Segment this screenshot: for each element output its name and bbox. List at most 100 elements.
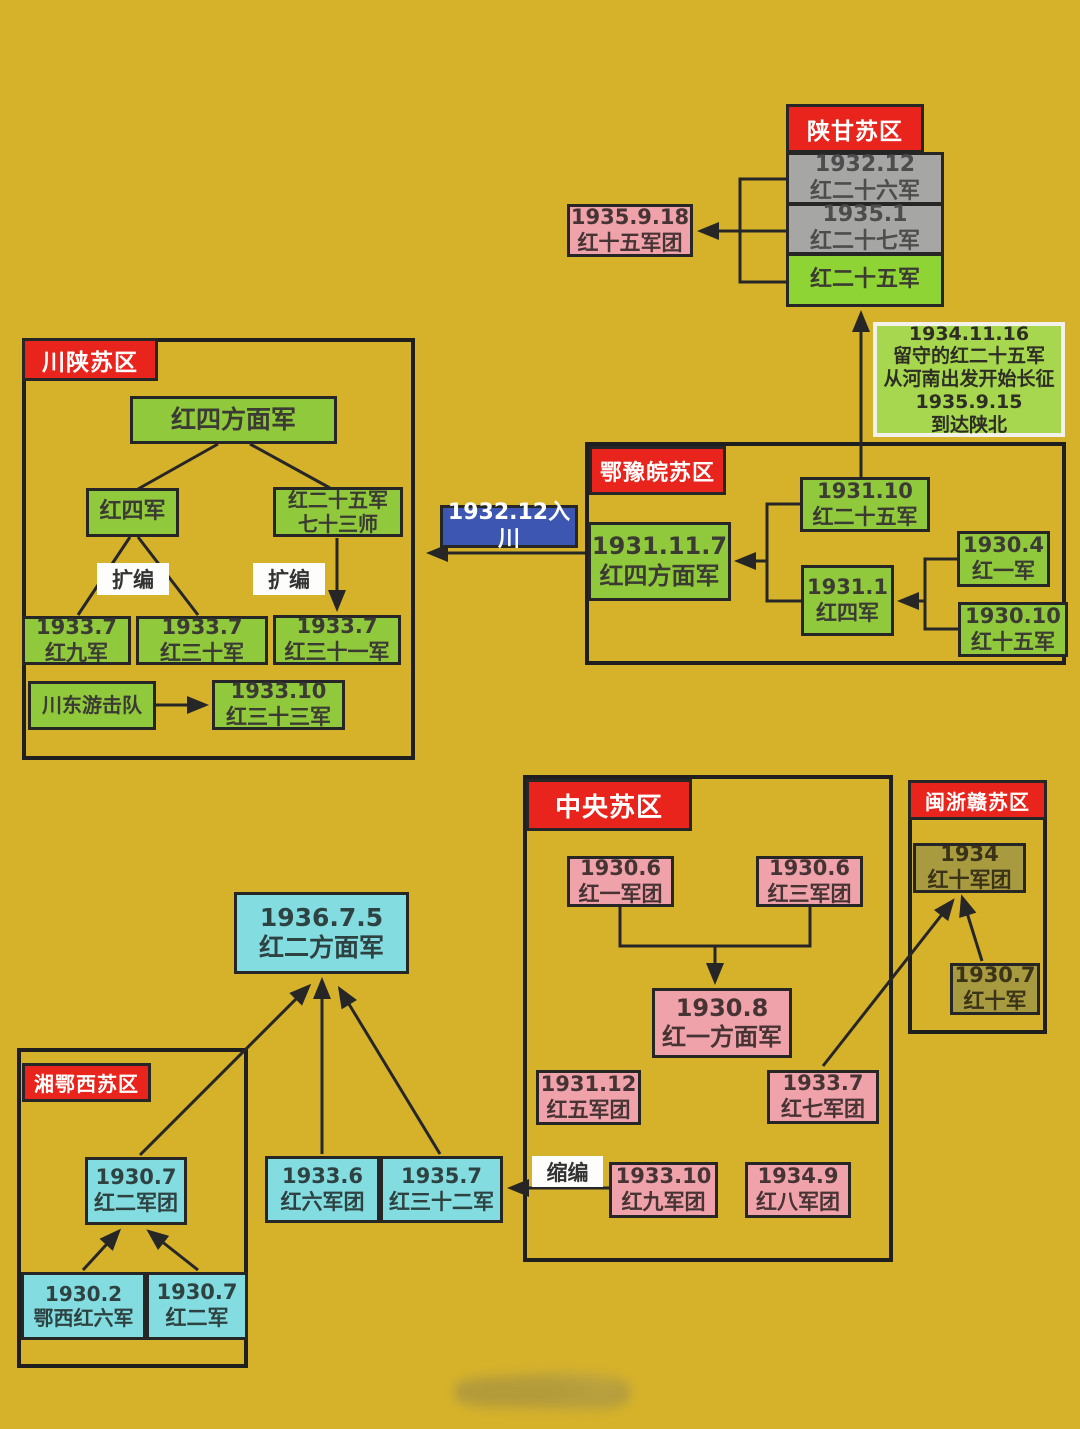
box-army26: 1932.12 红二十六军 [786,152,944,205]
box-front2: 1936.7.5 红二方面军 [234,892,409,974]
box-date: 1931.10 [817,478,913,503]
box-unit: 红二十五军 [812,504,918,529]
box-unit: 红四军 [99,499,166,525]
box-unit: 红六军团 [280,1189,365,1214]
note-line: 从河南出发开始长征 [883,368,1055,391]
box-army32: 1935.7 红三十二军 [380,1156,503,1223]
box-army33: 1933.10 红三十三军 [212,679,345,730]
box-unit: 红五军团 [546,1097,631,1122]
box-date: 1933.10 [230,679,327,704]
box-army4-chuanshaan: 红四军 [86,488,179,537]
region-border-eyuwan [585,442,1066,665]
box-unit: 红二军 [165,1306,229,1330]
box-date: 1930.6 [768,855,851,880]
note-line: 到达陕北 [930,413,1007,436]
box-corps5: 1931.12 红五军团 [536,1070,641,1125]
box-guerrilla: 川东游击队 [28,681,156,730]
region-title-eyuwan: 鄂豫皖苏区 [589,446,726,495]
box-army10: 1930.7 红十军 [950,963,1040,1015]
box-front4-eyuwan: 1931.11.7 红四方面军 [588,522,731,601]
box-date: 1933.7 [161,614,243,639]
box-date: 1933.7 [782,1071,864,1096]
box-corps2: 1930.7 红二军团 [85,1157,187,1225]
tag-enter-sichuan: 1932.12入川 [440,500,578,552]
box-date: 1935.7 [400,1163,483,1188]
box-unit: 红九军团 [621,1190,706,1214]
box-unit: 红一军 [972,559,1035,583]
box-unit: 红二十六军 [809,178,920,204]
box-army1: 1930.4 红一军 [957,531,1050,587]
box-front1: 1930.8 红一方面军 [652,988,792,1058]
box-unit: 红三十三军 [226,705,331,729]
box-unit: 红十军 [963,989,1027,1013]
box-date: 1934.9 [757,1164,839,1189]
box-date: 1930.7 [95,1165,177,1190]
box-unit: 红二十五军 [809,266,920,292]
tag-text: 1932.12入川 [447,499,571,552]
box-date: 1934 [940,842,999,867]
box-corps10: 1934 红十军团 [913,842,1026,893]
box-army31: 1933.7 红三十一军 [273,614,401,665]
box-unit: 红十军团 [927,868,1012,892]
box-date: 1931.1 [806,574,889,599]
box-date: 1933.6 [281,1163,364,1188]
box-date: 1935.1 [822,202,908,228]
region-title-text: 川陕苏区 [42,349,138,376]
label-expand-left: 扩编 [97,563,169,595]
box-date: 1930.6 [579,855,662,880]
box-unit: 红三十军 [160,640,244,665]
box-date: 1935.9.18 [570,204,690,229]
box-unit: 红三十二军 [389,1189,494,1214]
box-unit: 红二十五军 [288,487,388,512]
region-title-central: 中央苏区 [526,779,692,831]
box-unit: 红四方面军 [599,561,720,590]
label-text: 缩编 [546,1160,589,1185]
box-unit: 红四军 [816,600,879,625]
box-date: 1930.2 [44,1281,123,1306]
box-date: 1930.7 [156,1280,238,1305]
box-corps9: 1933.10 红九军团 [609,1162,718,1218]
box-unit: 红一方面军 [662,1023,782,1051]
box-unit: 红一军团 [578,881,663,906]
box-unit: 红二方面军 [258,933,384,962]
region-title-text: 陕甘苏区 [807,118,903,145]
box-army2: 1930.7 红二军 [146,1272,248,1340]
region-title-xiangexi: 湘鄂西苏区 [22,1063,151,1102]
region-title-shaangan: 陕甘苏区 [786,104,924,153]
box-date: 1930.7 [954,963,1036,988]
box-unit: 红十五军 [971,629,1055,654]
box-army6-west-hubei: 1930.2 鄂西红六军 [21,1272,146,1340]
box-army9: 1933.7 红九军 [22,615,131,665]
box-date: 1930.4 [962,533,1045,558]
box-corps8: 1934.9 红八军团 [745,1162,851,1218]
box-div73: 红二十五军 七十三师 [273,487,403,537]
box-unit: 鄂西红六军 [33,1306,134,1330]
box-army30: 1933.7 红三十军 [136,614,268,665]
box-army25-shaangan: 红二十五军 [786,253,944,307]
region-border-xiangexi [17,1048,248,1368]
box-date: 1936.7.5 [259,902,384,932]
box-unit: 红七军团 [781,1097,865,1121]
note-long-march: 1934.11.16 留守的红二十五军 从河南出发开始长征 1935.9.15 … [873,322,1065,437]
box-unit: 红十五军团 [577,230,683,255]
box-corps6: 1933.6 红六军团 [265,1156,380,1223]
label-text: 扩编 [268,568,310,592]
box-unit: 红三十一军 [284,640,390,664]
box-unit: 红二军团 [94,1191,178,1215]
box-army4-eyuwan: 1931.1 红四军 [801,565,894,636]
box-date: 1930.8 [675,993,769,1022]
box-army15: 1930.10 红十五军 [958,602,1068,657]
label-shrink: 缩编 [532,1156,603,1187]
region-title-text: 闽浙赣苏区 [925,789,1030,814]
box-date: 1933.7 [296,614,378,639]
region-border-chuanshaan [22,338,415,760]
box-date: 1931.11.7 [591,532,728,561]
region-title-text: 湘鄂西苏区 [34,1072,139,1096]
box-unit: 红二十七军 [809,229,920,254]
box-unit: 红八军团 [756,1190,840,1214]
label-expand-right: 扩编 [253,563,325,595]
box-corps15: 1935.9.18 红十五军团 [567,204,693,257]
region-title-text: 中央苏区 [554,792,663,823]
